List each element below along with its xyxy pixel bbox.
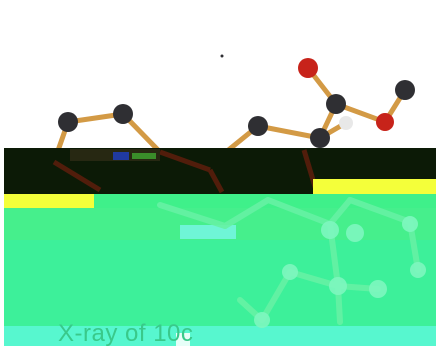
glitch-bands <box>4 148 436 347</box>
molecule-atoms <box>58 54 415 148</box>
image-caption: X-ray of 10c <box>58 320 194 347</box>
